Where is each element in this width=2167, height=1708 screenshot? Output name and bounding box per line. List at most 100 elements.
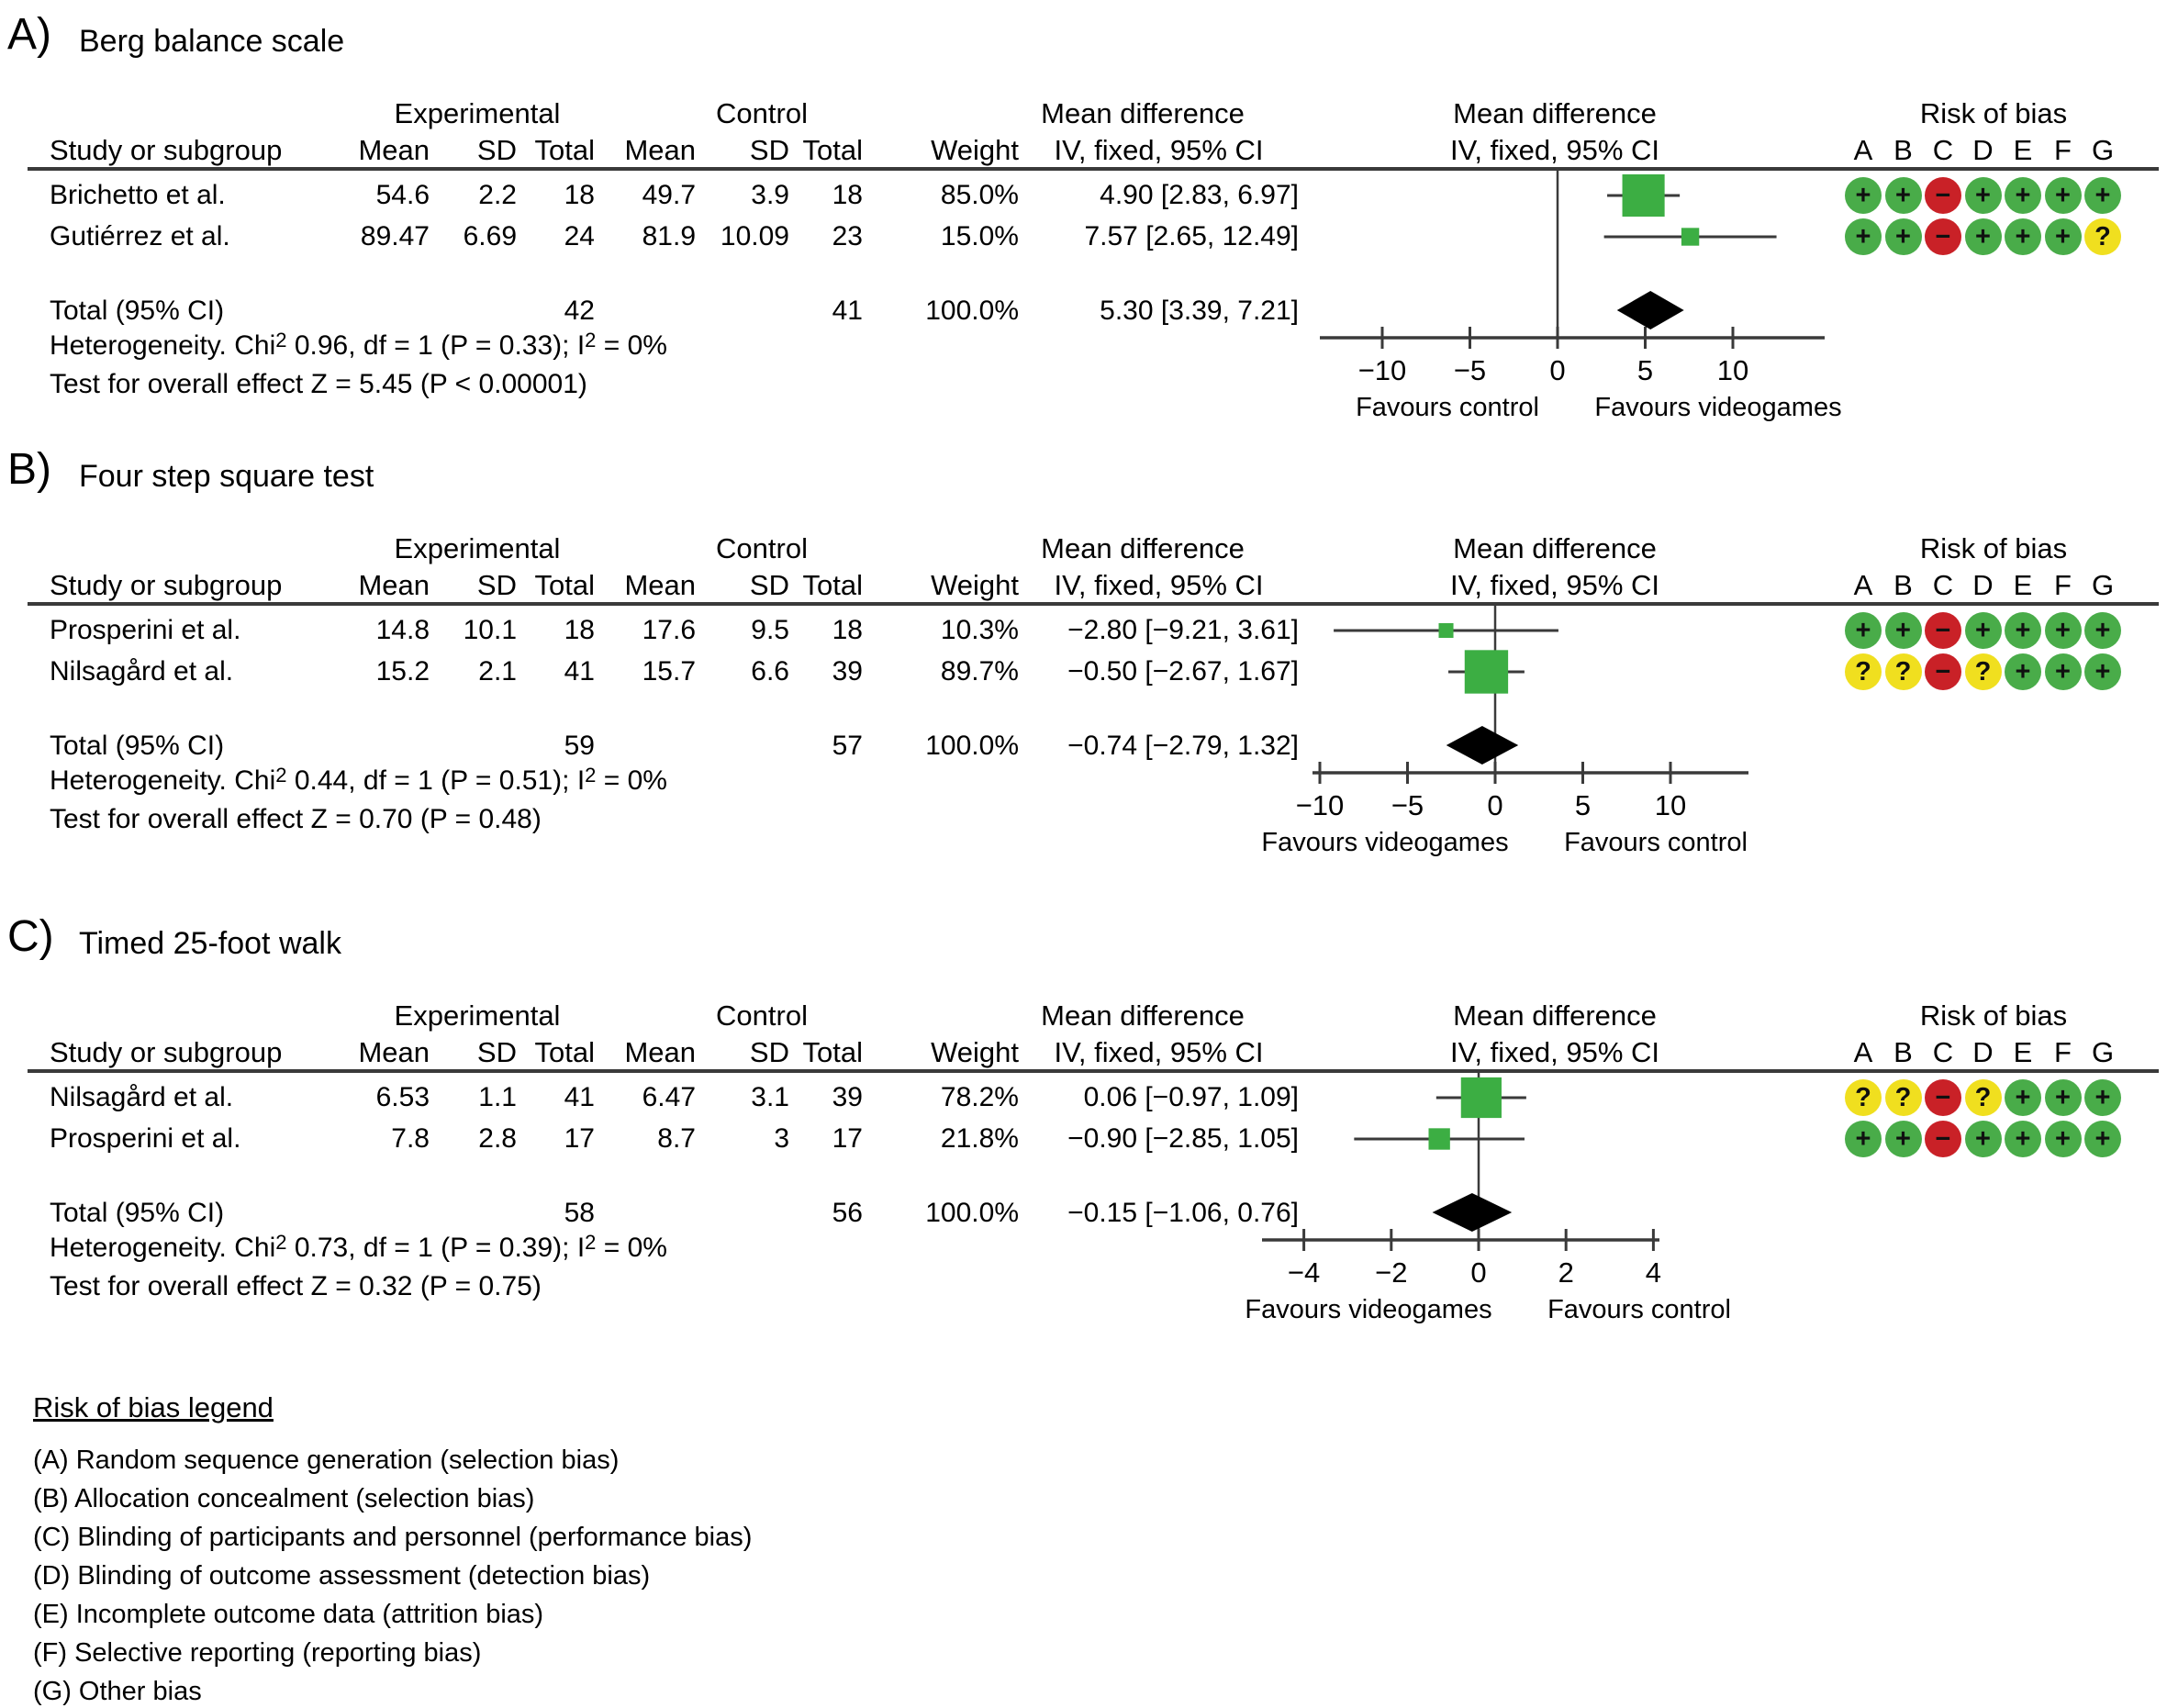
- bias-judgement-low: +: [2044, 612, 2082, 649]
- total-ctrl-total: 41: [832, 296, 863, 326]
- bias-judgement-low: +: [2044, 1079, 2082, 1116]
- bias-column-letter: A: [1853, 569, 1873, 601]
- total-md: 5.30 [3.39, 7.21]: [1100, 296, 1299, 326]
- bias-column-letter: F: [2054, 569, 2072, 601]
- bias-judgement-unclear: ?: [2084, 218, 2121, 255]
- bias-judgement-unclear: ?: [1884, 653, 1922, 690]
- row-ctrl_total: 39: [832, 656, 863, 687]
- het-sup: 2: [275, 329, 287, 352]
- axis-tick-label: 5: [1637, 354, 1653, 386]
- row-exp_sd: 2.1: [478, 656, 517, 687]
- row-exp_sd: 2.8: [478, 1123, 517, 1154]
- group-header-mean-difference: Mean difference: [1041, 97, 1245, 129]
- axis-tick-label: 4: [1646, 1256, 1661, 1289]
- panel-label: A): [7, 10, 51, 59]
- plot-header-mean-difference: Mean difference: [1453, 999, 1657, 1032]
- plot-header-mean-difference: Mean difference: [1453, 97, 1657, 129]
- bias-judgement-high: −: [1925, 1079, 1961, 1116]
- row-exp_sd: 10.1: [463, 615, 517, 645]
- favours-right-label: Favours control: [1547, 1295, 1731, 1324]
- group-header-control: Control: [716, 97, 808, 129]
- bias-judgement-low: +: [1964, 218, 2002, 255]
- row-study: Brichetto et al.: [50, 180, 226, 210]
- axis-tick-label: −5: [1391, 789, 1424, 821]
- total-exp-total: 42: [564, 296, 595, 326]
- total-diamond: [1432, 1193, 1513, 1232]
- bias-column-letter: D: [1972, 134, 1994, 166]
- axis-tick-label: 10: [1655, 789, 1686, 821]
- bias-judgement-low: +: [2084, 1079, 2121, 1116]
- het-text: 0.73, df = 1 (P = 0.39); I: [286, 1233, 586, 1263]
- panel-label: B): [7, 445, 51, 494]
- bias-column-letter: A: [1853, 134, 1873, 166]
- col-header-ctrl-mean: Mean: [624, 1036, 696, 1068]
- col-header-md-ci: IV, fixed, 95% CI: [1054, 569, 1264, 601]
- col-header-exp-total: Total: [534, 569, 595, 601]
- row-exp_total: 18: [564, 180, 595, 210]
- bias-judgement-low: +: [1964, 612, 2002, 649]
- axis-tick-label: −10: [1358, 354, 1407, 386]
- col-header-ctrl-total: Total: [802, 569, 863, 601]
- bias-judgement-high: −: [1925, 612, 1961, 649]
- col-header-weight: Weight: [931, 1036, 1019, 1068]
- bias-column-letter: C: [1932, 134, 1954, 166]
- bias-judgement-high: −: [1925, 1121, 1961, 1157]
- legend-item: (B) Allocation concealment (selection bi…: [33, 1484, 535, 1513]
- panel-title: Berg balance scale: [79, 24, 345, 59]
- total-md: −0.15 [−1.06, 0.76]: [1067, 1198, 1299, 1228]
- legend-item: (D) Blinding of outcome assessment (dete…: [33, 1561, 651, 1591]
- group-header-experimental: Experimental: [394, 97, 561, 129]
- row-ctrl_total: 18: [832, 615, 863, 645]
- het-text: 0.96, df = 1 (P = 0.33); I: [286, 330, 586, 361]
- bias-judgement-low: +: [2005, 177, 2041, 214]
- row-ctrl_total: 17: [832, 1123, 863, 1154]
- het-text: Heterogeneity. Chi: [50, 330, 276, 361]
- legend-item: (F) Selective reporting (reporting bias): [33, 1638, 482, 1668]
- plot-header-md-ci: IV, fixed, 95% CI: [1449, 569, 1660, 601]
- favours-left-label: Favours videogames: [1261, 828, 1509, 857]
- axis-tick-label: 0: [1549, 354, 1565, 386]
- col-header-exp-mean: Mean: [358, 1036, 430, 1068]
- plot-header-md-ci: IV, fixed, 95% CI: [1449, 134, 1660, 166]
- legend-item: (C) Blinding of participants and personn…: [33, 1523, 753, 1552]
- bias-column-letter: C: [1932, 1036, 1954, 1068]
- bias-column-letter: C: [1932, 569, 1954, 601]
- het-sup: 2: [585, 764, 597, 787]
- bias-judgement-low: +: [1964, 177, 2002, 214]
- bias-judgement-low: +: [2044, 218, 2082, 255]
- row-exp_mean: 14.8: [375, 615, 430, 645]
- favours-left-label: Favours control: [1356, 393, 1539, 422]
- col-header-study: Study or subgroup: [50, 1036, 283, 1068]
- total-label: Total (95% CI): [50, 296, 225, 326]
- panel-label: C): [7, 912, 54, 961]
- group-header-experimental: Experimental: [394, 999, 561, 1032]
- row-ctrl_mean: 6.47: [642, 1082, 696, 1112]
- row-exp_sd: 6.69: [463, 221, 517, 251]
- row-ctrl_mean: 17.6: [642, 615, 696, 645]
- bias-column-letter: F: [2054, 1036, 2072, 1068]
- bias-column-letter: B: [1893, 1036, 1913, 1068]
- bias-judgement-unclear: ?: [1964, 653, 2002, 690]
- het-text: = 0%: [596, 1233, 667, 1263]
- bias-judgement-unclear: ?: [1884, 1079, 1922, 1116]
- legend-title: Risk of bias legend: [33, 1391, 274, 1423]
- header-risk-of-bias: Risk of bias: [1919, 532, 2068, 564]
- bias-column-letter: G: [2091, 134, 2115, 166]
- row-ctrl_sd: 9.5: [751, 615, 789, 645]
- row-weight: 78.2%: [940, 1082, 1019, 1112]
- bias-column-letter: E: [2013, 569, 2033, 601]
- heterogeneity-line: Heterogeneity. Chi2 0.96, df = 1 (P = 0.…: [50, 330, 667, 362]
- col-header-study: Study or subgroup: [50, 569, 283, 601]
- bias-judgement-low: +: [2084, 612, 2121, 649]
- het-sup: 2: [275, 1231, 287, 1254]
- row-ctrl_total: 18: [832, 180, 863, 210]
- col-header-ctrl-mean: Mean: [624, 569, 696, 601]
- bias-judgement-low: +: [2005, 653, 2041, 690]
- bias-column-letter: E: [2013, 1036, 2033, 1068]
- col-header-ctrl-sd: SD: [749, 569, 789, 601]
- row-study: Prosperini et al.: [50, 615, 241, 645]
- overall-effect-line: Test for overall effect Z = 0.32 (P = 0.…: [50, 1271, 542, 1301]
- axis-tick-label: −4: [1288, 1256, 1320, 1289]
- row-ctrl_sd: 10.09: [720, 221, 789, 251]
